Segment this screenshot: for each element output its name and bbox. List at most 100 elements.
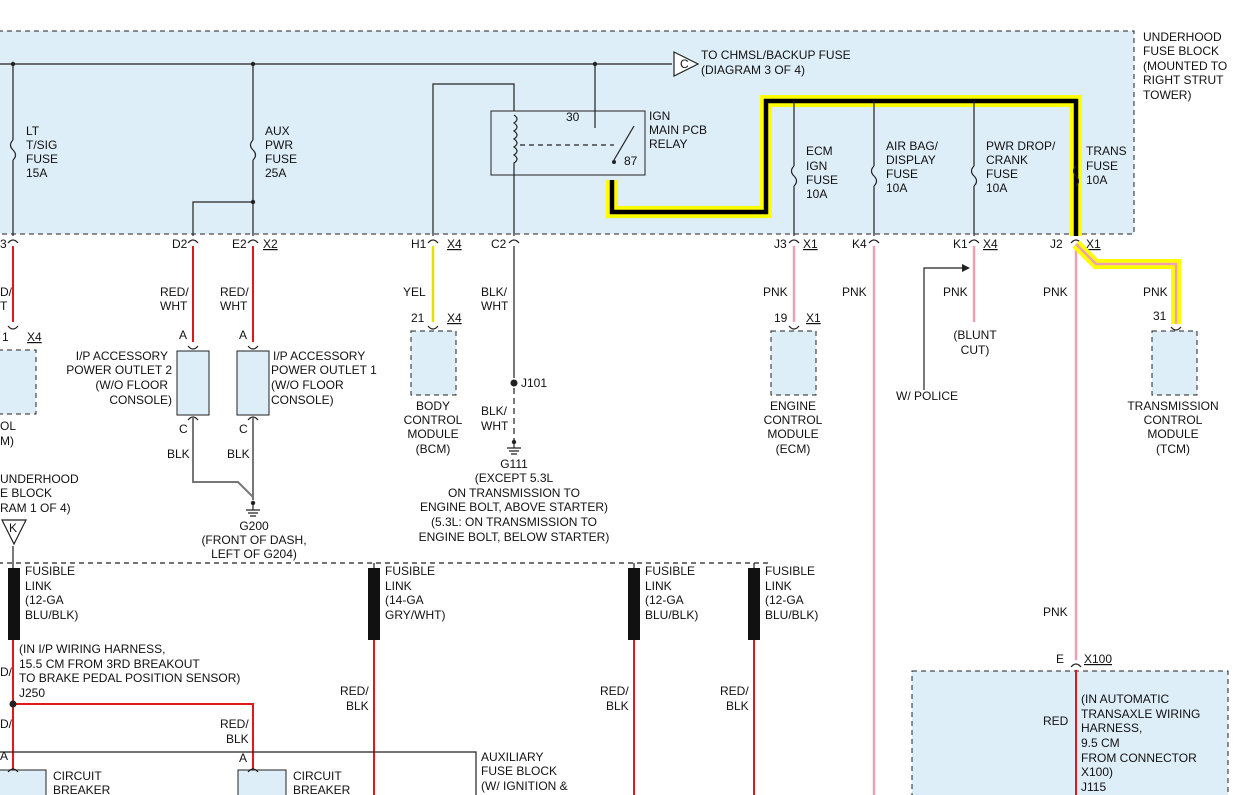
svg-text:TRANS: TRANS xyxy=(1086,144,1127,158)
g200-ground-icon xyxy=(246,500,260,517)
g111-ground-icon xyxy=(507,439,521,455)
svg-text:BLK: BLK xyxy=(346,699,369,713)
conn-e2: E2 xyxy=(232,237,247,251)
fusible-link-1-label: FUSIBLE LINK (12-GA BLU/BLK) xyxy=(25,564,78,622)
svg-text:FUSE: FUSE xyxy=(26,152,58,166)
svg-text:CRANK: CRANK xyxy=(986,153,1028,167)
wire-label-yel: YEL xyxy=(403,285,426,299)
svg-text:(EXCEPT 5.3L: (EXCEPT 5.3L xyxy=(475,471,554,485)
conn-j2: J2 xyxy=(1050,237,1063,251)
conn-j3: J3 xyxy=(774,237,787,251)
police-arrow xyxy=(923,267,964,390)
svg-text:15.5 CM FROM 3RD BREAKOUT: 15.5 CM FROM 3RD BREAKOUT xyxy=(19,657,200,671)
svg-text:TO CHMSL/BACKUP FUSE: TO CHMSL/BACKUP FUSE xyxy=(701,48,851,62)
fusible-link-3 xyxy=(628,568,640,640)
svg-text:FUSE BLOCK: FUSE BLOCK xyxy=(481,764,557,778)
conn-c2: C2 xyxy=(491,237,507,251)
trans-fuse-label: TRANS FUSE 10A xyxy=(1086,144,1127,187)
connector-c-label: C xyxy=(680,57,689,71)
fusible-link-2 xyxy=(368,568,380,640)
svg-text:9.5 CM: 9.5 CM xyxy=(1081,736,1120,750)
svg-text:(FRONT OF DASH,: (FRONT OF DASH, xyxy=(201,533,306,547)
j250-splice xyxy=(9,700,17,708)
svg-text:OL: OL xyxy=(0,419,16,433)
svg-text:(BLUNT: (BLUNT xyxy=(953,328,997,342)
pin-x4c: X4 xyxy=(27,330,42,344)
svg-text:FUSIBLE: FUSIBLE xyxy=(385,564,435,578)
svg-text:LINK: LINK xyxy=(765,579,792,593)
svg-text:BLK/: BLK/ xyxy=(481,404,508,418)
svg-text:J115: J115 xyxy=(1081,780,1106,794)
pin-31: 31 xyxy=(1153,309,1167,323)
pin-c2: C xyxy=(239,422,248,436)
svg-text:CIRCUIT: CIRCUIT xyxy=(293,769,342,783)
svg-text:(DIAGRAM 3 OF 4): (DIAGRAM 3 OF 4) xyxy=(701,63,805,77)
svg-text:UNDERHOOD: UNDERHOOD xyxy=(1143,30,1222,44)
svg-text:TRANSAXLE WIRING: TRANSAXLE WIRING xyxy=(1081,707,1200,721)
svg-text:UNDERHOOD: UNDERHOOD xyxy=(0,472,79,486)
svg-text:TOWER): TOWER) xyxy=(1143,88,1191,102)
svg-text:AUX: AUX xyxy=(265,124,290,138)
svg-text:CONTROL: CONTROL xyxy=(764,413,823,427)
ecm-box xyxy=(770,330,817,396)
transaxle-region xyxy=(911,670,1229,795)
svg-text:(W/O FLOOR: (W/O FLOOR xyxy=(95,378,168,392)
pin-c1: C xyxy=(179,422,188,436)
conn-k4: K4 xyxy=(852,237,867,251)
ip-outlet-2-box xyxy=(176,350,210,416)
svg-text:RED/: RED/ xyxy=(340,684,369,698)
svg-text:WHT: WHT xyxy=(160,299,188,313)
conn-d2: D2 xyxy=(172,237,188,251)
svg-text:(W/ IGNITION &: (W/ IGNITION & xyxy=(481,779,568,793)
pin-a3: A xyxy=(239,751,247,765)
circuit-breaker-pins xyxy=(7,768,259,773)
relay-coil xyxy=(512,114,518,175)
svg-text:(BCM): (BCM) xyxy=(416,442,451,456)
airbag-fuse-label: AIR BAG/ DISPLAY FUSE 10A xyxy=(886,139,939,195)
ign-main-relay xyxy=(490,110,646,176)
svg-text:AIR BAG/: AIR BAG/ xyxy=(886,139,939,153)
conn-k1: K1 xyxy=(953,237,968,251)
aux-fuse-block-label: AUXILIARY FUSE BLOCK (W/ IGNITION & xyxy=(481,750,568,793)
aux-fuse-label: AUX PWR FUSE 25A xyxy=(265,124,297,180)
pwr-fuse-label: PWR DROP/ CRANK FUSE 10A xyxy=(986,139,1056,195)
svg-text:(5.3L: ON TRANSMISSION TO: (5.3L: ON TRANSMISSION TO xyxy=(431,515,597,529)
svg-text:CONSOLE): CONSOLE) xyxy=(109,393,172,407)
wire-label-pnk-1: PNK xyxy=(763,285,788,299)
svg-text:FUSE: FUSE xyxy=(806,173,838,187)
j101-label: J101 xyxy=(521,376,547,390)
svg-text:RELAY: RELAY xyxy=(649,137,687,151)
ip-outlet-1-label: I/P ACCESSORY POWER OUTLET 1 (W/O FLOOR … xyxy=(271,349,377,407)
svg-text:CIRCUIT: CIRCUIT xyxy=(53,769,102,783)
wire-label-pnk-6: PNK xyxy=(1043,605,1068,619)
svg-text:BLU/BLK): BLU/BLK) xyxy=(765,608,818,622)
svg-text:HARNESS,: HARNESS, xyxy=(1081,721,1142,735)
svg-text:WHT: WHT xyxy=(220,299,248,313)
outlet-2-ground xyxy=(192,418,254,498)
svg-text:PWR: PWR xyxy=(265,138,293,152)
svg-text:BLK: BLK xyxy=(226,732,249,746)
pin-a2: A xyxy=(239,328,247,342)
svg-text:G111: G111 xyxy=(500,457,528,471)
svg-text:WHT: WHT xyxy=(481,419,509,433)
svg-text:X100): X100) xyxy=(1081,765,1113,779)
svg-text:MAIN PCB: MAIN PCB xyxy=(649,123,707,137)
svg-text:J250: J250 xyxy=(19,686,45,700)
svg-text:FUSIBLE: FUSIBLE xyxy=(765,564,815,578)
svg-text:POWER OUTLET 2: POWER OUTLET 2 xyxy=(66,363,172,377)
red-blk-label-4: RED/ BLK xyxy=(720,684,749,713)
underhood-left-label: UNDERHOOD E BLOCK RAM 1 OF 4) xyxy=(0,472,79,515)
trans-fuse-symbol xyxy=(1072,165,1080,187)
left-module-label: OL M) xyxy=(0,419,16,448)
connector-c-arrow xyxy=(673,51,700,77)
svg-text:WHT: WHT xyxy=(481,299,509,313)
svg-text:RED/: RED/ xyxy=(600,684,629,698)
pin-ecm xyxy=(788,325,800,330)
relay-label: IGN MAIN PCB RELAY xyxy=(649,109,707,151)
svg-text:DISPLAY: DISPLAY xyxy=(886,153,936,167)
fusible-link-2-label: FUSIBLE LINK (14-GA GRY/WHT) xyxy=(385,564,445,622)
svg-text:LINK: LINK xyxy=(25,579,52,593)
x100-pin xyxy=(1070,663,1082,668)
conn-3: 3 xyxy=(0,237,7,251)
circuit-breaker-2-label: CIRCUIT BREAKER xyxy=(293,769,351,795)
